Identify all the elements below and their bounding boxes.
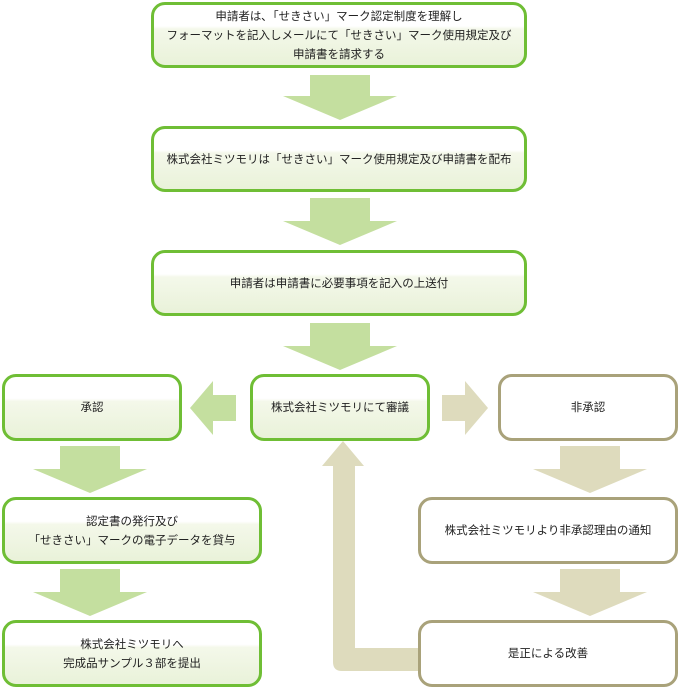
step-review-text: 株式会社ミツモリにて審議 — [271, 400, 409, 414]
arrow-rejected-to-notify — [533, 446, 647, 493]
arrow-request-to-distribute — [283, 75, 397, 120]
step-improve: 是正による改善 — [418, 620, 678, 687]
arrow-distribute-to-submit — [283, 198, 397, 245]
arrow-submit-to-review — [283, 323, 397, 370]
step-issue-certificate-text: 認定書の発行及び 「せきさい」マークの電子データを貸与 — [28, 513, 236, 547]
step-notify-reason: 株式会社ミツモリより非承認理由の通知 — [418, 497, 678, 564]
step-request: 申請者は､「せきさい」マーク認定制度を理解し フォーマットを記入しメールにて「せ… — [151, 2, 527, 68]
step-improve-text: 是正による改善 — [507, 646, 589, 660]
arrow-improve-to-review — [322, 441, 418, 671]
step-issue-certificate: 認定書の発行及び 「せきさい」マークの電子データを貸与 — [2, 497, 262, 564]
step-distribute-text: 株式会社ミツモリは「せきさい」マーク使用規定及び申請書を配布 — [166, 151, 512, 166]
step-rejected: 非承認 — [498, 374, 678, 441]
step-distribute: 株式会社ミツモリは「せきさい」マーク使用規定及び申請書を配布 — [151, 126, 527, 192]
step-notify-reason-text: 株式会社ミツモリより非承認理由の通知 — [444, 523, 652, 537]
step-submit: 申請者は申請書に必要事項を記入の上送付 — [151, 250, 527, 316]
step-approved: 承認 — [2, 374, 182, 441]
step-submit-samples: 株式会社ミツモリへ 完成品サンプル３部を提出 — [2, 620, 262, 687]
step-submit-samples-text: 株式会社ミツモリへ 完成品サンプル３部を提出 — [63, 636, 201, 670]
step-approved-text: 承認 — [80, 400, 104, 414]
step-review: 株式会社ミツモリにて審議 — [250, 374, 430, 441]
arrow-issue-to-samples — [33, 569, 147, 616]
arrow-review-to-approved — [190, 381, 236, 435]
step-request-text: 申請者は､「せきさい」マーク認定制度を理解し フォーマットを記入しメールにて「せ… — [166, 8, 512, 61]
arrow-review-to-rejected — [442, 381, 488, 435]
step-submit-text: 申請者は申請書に必要事項を記入の上送付 — [229, 275, 449, 290]
arrow-notify-to-improve — [533, 569, 647, 616]
arrow-approved-to-issue — [33, 446, 147, 493]
step-rejected-text: 非承認 — [570, 400, 606, 414]
